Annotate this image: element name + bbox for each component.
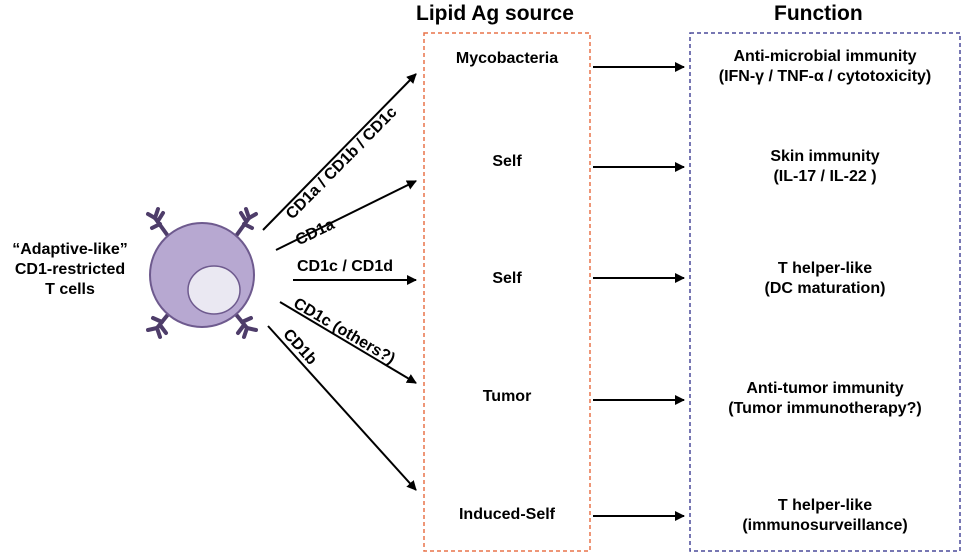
- function-1-detail: (IFN-γ / TNF-α / cytotoxicity): [718, 68, 932, 85]
- function-t-helper-dc: T helper-like (DC maturation): [690, 259, 960, 299]
- function-skin-immunity: Skin immunity (IL-17 / IL-22 ): [690, 147, 960, 187]
- function-4-title: Anti-tumor immunity: [746, 380, 904, 397]
- source-self-2: Self: [492, 270, 522, 287]
- arrow-to-induced-self: [267, 325, 417, 491]
- source-self-1: Self: [492, 153, 522, 170]
- source-induced-self: Induced-Self: [458, 506, 555, 523]
- function-3-title: T helper-like: [777, 260, 873, 277]
- cell-label: “Adaptive-like” CD1-restricted T cells: [2, 240, 138, 300]
- cell-label-line1: “Adaptive-like”: [12, 241, 128, 258]
- function-header: Function: [774, 2, 863, 25]
- source-tumor: Tumor: [482, 388, 532, 405]
- function-t-helper-immunosurveillance: T helper-like (immunosurveillance): [690, 496, 960, 536]
- source-mycobacteria: Mycobacteria: [455, 50, 559, 67]
- function-2-title: Skin immunity: [770, 148, 880, 165]
- function-anti-microbial: Anti-microbial immunity (IFN-γ / TNF-α /…: [690, 47, 960, 87]
- cell-label-line3: T cells: [45, 281, 95, 298]
- function-1-title: Anti-microbial immunity: [733, 48, 917, 65]
- cell-label-line2: CD1-restricted: [14, 261, 126, 278]
- arrow-to-self-1: [275, 180, 417, 251]
- lipid-source-header: Lipid Ag source: [416, 2, 574, 25]
- arrow-to-mycobacteria: [262, 73, 417, 231]
- function-3-detail: (DC maturation): [764, 280, 886, 297]
- t-cell-icon: [146, 207, 258, 339]
- function-box: [689, 32, 961, 552]
- function-5-title: T helper-like: [777, 497, 873, 514]
- arrow-to-tumor: [279, 301, 417, 384]
- arrow-label-cd1c-cd1d: CD1c / CD1d: [297, 258, 394, 275]
- function-4-detail: (Tumor immunotherapy?): [728, 400, 922, 417]
- function-2-detail: (IL-17 / IL-22 ): [773, 168, 877, 185]
- function-anti-tumor: Anti-tumor immunity (Tumor immunotherapy…: [690, 379, 960, 419]
- lipid-source-box: [423, 32, 591, 552]
- function-5-detail: (immunosurveillance): [742, 517, 908, 534]
